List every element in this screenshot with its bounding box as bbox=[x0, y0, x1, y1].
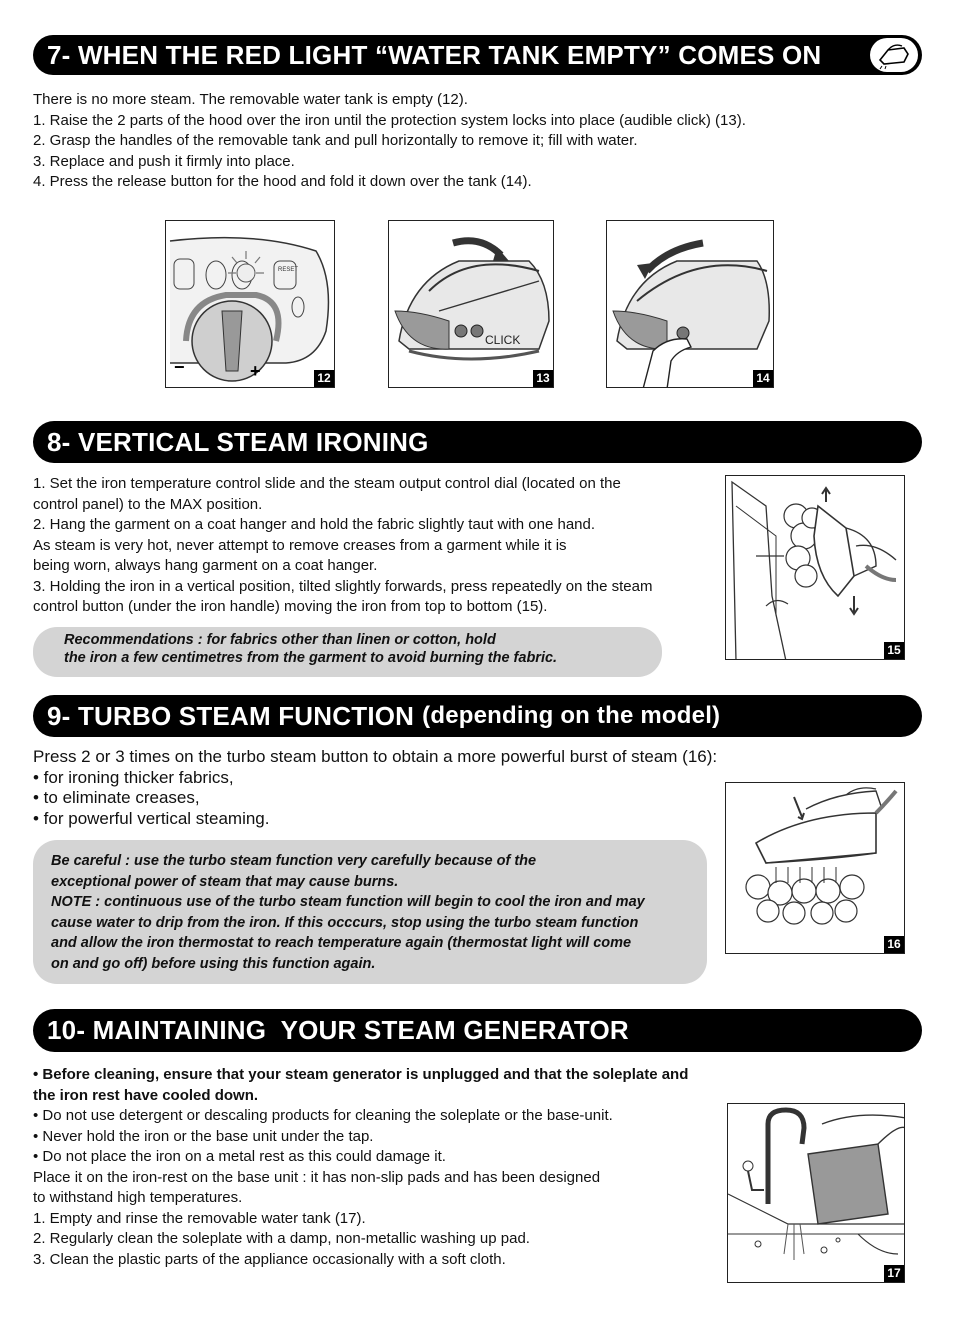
figure-13-raise-hood: CLICK 13 bbox=[388, 220, 554, 388]
paragraph: 1. Empty and rinse the removable water t… bbox=[33, 1209, 366, 1227]
figure-number: 13 bbox=[533, 370, 553, 387]
note-line: the iron a few centimetres from the garm… bbox=[64, 650, 558, 666]
figure-number: 17 bbox=[884, 1265, 904, 1282]
section-9-warning-box: Be careful : use the turbo steam functio… bbox=[33, 840, 707, 984]
control-panel-illustration: RESET − + bbox=[169, 236, 330, 382]
paragraph: being worn, always hang garment on a coa… bbox=[33, 557, 378, 574]
paragraph: 3. Replace and push it firmly into place… bbox=[33, 152, 295, 170]
rinse-tank-illustration bbox=[728, 1107, 904, 1260]
paragraph: • Never hold the iron or the base unit u… bbox=[33, 1127, 374, 1145]
vertical-ironing-illustration bbox=[731, 480, 897, 659]
figure-15-vertical-ironing: 15 bbox=[725, 475, 905, 660]
section-8-text: 1. Set the iron temperature control slid… bbox=[33, 474, 652, 618]
section-10-text: • Before cleaning, ensure that your stea… bbox=[33, 1065, 688, 1270]
section-7-header: 7- WHEN THE RED LIGHT “WATER TANK EMPTY”… bbox=[33, 35, 922, 75]
minus-label: − bbox=[174, 357, 185, 377]
paragraph: 2. Grasp the handles of the removable ta… bbox=[33, 132, 638, 149]
paragraph: • for ironing thicker fabrics, bbox=[33, 767, 234, 787]
section-8-title: 8- VERTICAL STEAM IRONING bbox=[47, 426, 429, 457]
paragraph: 3. Holding the iron in a vertical positi… bbox=[33, 577, 653, 595]
figure-number: 14 bbox=[753, 370, 773, 387]
bold-paragraph: the iron rest have cooled down. bbox=[33, 1086, 259, 1104]
paragraph: • Do not use detergent or descaling prod… bbox=[33, 1107, 613, 1124]
steam-cloud-icon bbox=[745, 874, 865, 925]
paragraph: There is no more steam. The removable wa… bbox=[33, 91, 468, 108]
section-9-text: Press 2 or 3 times on the turbo steam bu… bbox=[33, 747, 717, 829]
paragraph: • for powerful vertical steaming. bbox=[33, 808, 270, 828]
note-line: and allow the iron thermostat to reach t… bbox=[51, 935, 632, 951]
note-line: Be careful : use the turbo steam functio… bbox=[51, 853, 537, 869]
figure-12-control-panel: RESET − + 12 bbox=[165, 220, 335, 388]
note-line: cause water to drip from the iron. If th… bbox=[51, 914, 639, 931]
section-9-title: 9- TURBO STEAM FUNCTION bbox=[47, 700, 415, 731]
arrow-down-icon bbox=[793, 796, 805, 821]
section-9-title-suffix: (depending on the model) bbox=[422, 702, 721, 729]
paragraph: Press 2 or 3 times on the turbo steam bu… bbox=[33, 747, 718, 766]
steam-cloud-icon bbox=[783, 503, 823, 588]
raise-hood-illustration: CLICK bbox=[394, 237, 550, 361]
section-9-header: 9- TURBO STEAM FUNCTION (depending on th… bbox=[33, 695, 922, 737]
paragraph: Place it on the iron-rest on the base un… bbox=[33, 1168, 601, 1186]
paragraph: to withstand high temperatures. bbox=[33, 1189, 243, 1206]
fold-hood-illustration bbox=[612, 239, 770, 387]
paragraph: 2. Regularly clean the soleplate with a … bbox=[33, 1230, 530, 1247]
reset-label: RESET bbox=[278, 267, 298, 273]
note-line: NOTE : continuous use of the turbo steam… bbox=[51, 894, 645, 910]
figure-number: 16 bbox=[884, 936, 904, 953]
section-10-header: 10- MAINTAINING YOUR STEAM GENERATOR bbox=[33, 1009, 922, 1052]
section-8-recommendation-box: Recommendations : for fabrics other than… bbox=[33, 627, 662, 677]
paragraph: As steam is very hot, never attempt to r… bbox=[33, 536, 567, 554]
figure-number: 12 bbox=[314, 370, 334, 387]
note-line: exceptional power of steam that may caus… bbox=[51, 873, 399, 890]
paragraph: • to eliminate creases, bbox=[33, 788, 200, 807]
paragraph: control button (under the iron handle) m… bbox=[33, 598, 548, 615]
paragraph: 1. Raise the 2 parts of the hood over th… bbox=[33, 111, 746, 129]
section-10-title: 10- MAINTAINING YOUR STEAM GENERATOR bbox=[47, 1015, 629, 1045]
bold-paragraph: • Before cleaning, ensure that your stea… bbox=[33, 1066, 689, 1083]
figure-number: 15 bbox=[884, 642, 904, 659]
note-line: on and go off) before using this functio… bbox=[51, 955, 376, 972]
section-8-header: 8- VERTICAL STEAM IRONING bbox=[33, 421, 922, 463]
paragraph: 1. Set the iron temperature control slid… bbox=[33, 475, 621, 492]
paragraph: 2. Hang the garment on a coat hanger and… bbox=[33, 516, 596, 533]
figure-14-fold-hood: 14 bbox=[606, 220, 774, 388]
paragraph: 4. Press the release button for the hood… bbox=[33, 173, 532, 190]
paragraph: 3. Clean the plastic parts of the applia… bbox=[33, 1250, 506, 1268]
paragraph: control panel) to the MAX position. bbox=[33, 495, 263, 513]
figure-17-rinse-tank: 17 bbox=[727, 1103, 905, 1283]
click-label: CLICK bbox=[485, 333, 520, 347]
note-line: Recommendations : for fabrics other than… bbox=[64, 632, 496, 648]
iron-badge-icon bbox=[870, 38, 918, 72]
section-7-title: 7- WHEN THE RED LIGHT “WATER TANK EMPTY”… bbox=[47, 39, 822, 70]
turbo-steam-illustration bbox=[745, 787, 898, 925]
figure-16-turbo-steam: 16 bbox=[725, 782, 905, 954]
section-7-text: There is no more steam. The removable wa… bbox=[33, 90, 746, 193]
paragraph: • Do not place the iron on a metal rest … bbox=[33, 1148, 446, 1165]
plus-label: + bbox=[250, 361, 261, 381]
